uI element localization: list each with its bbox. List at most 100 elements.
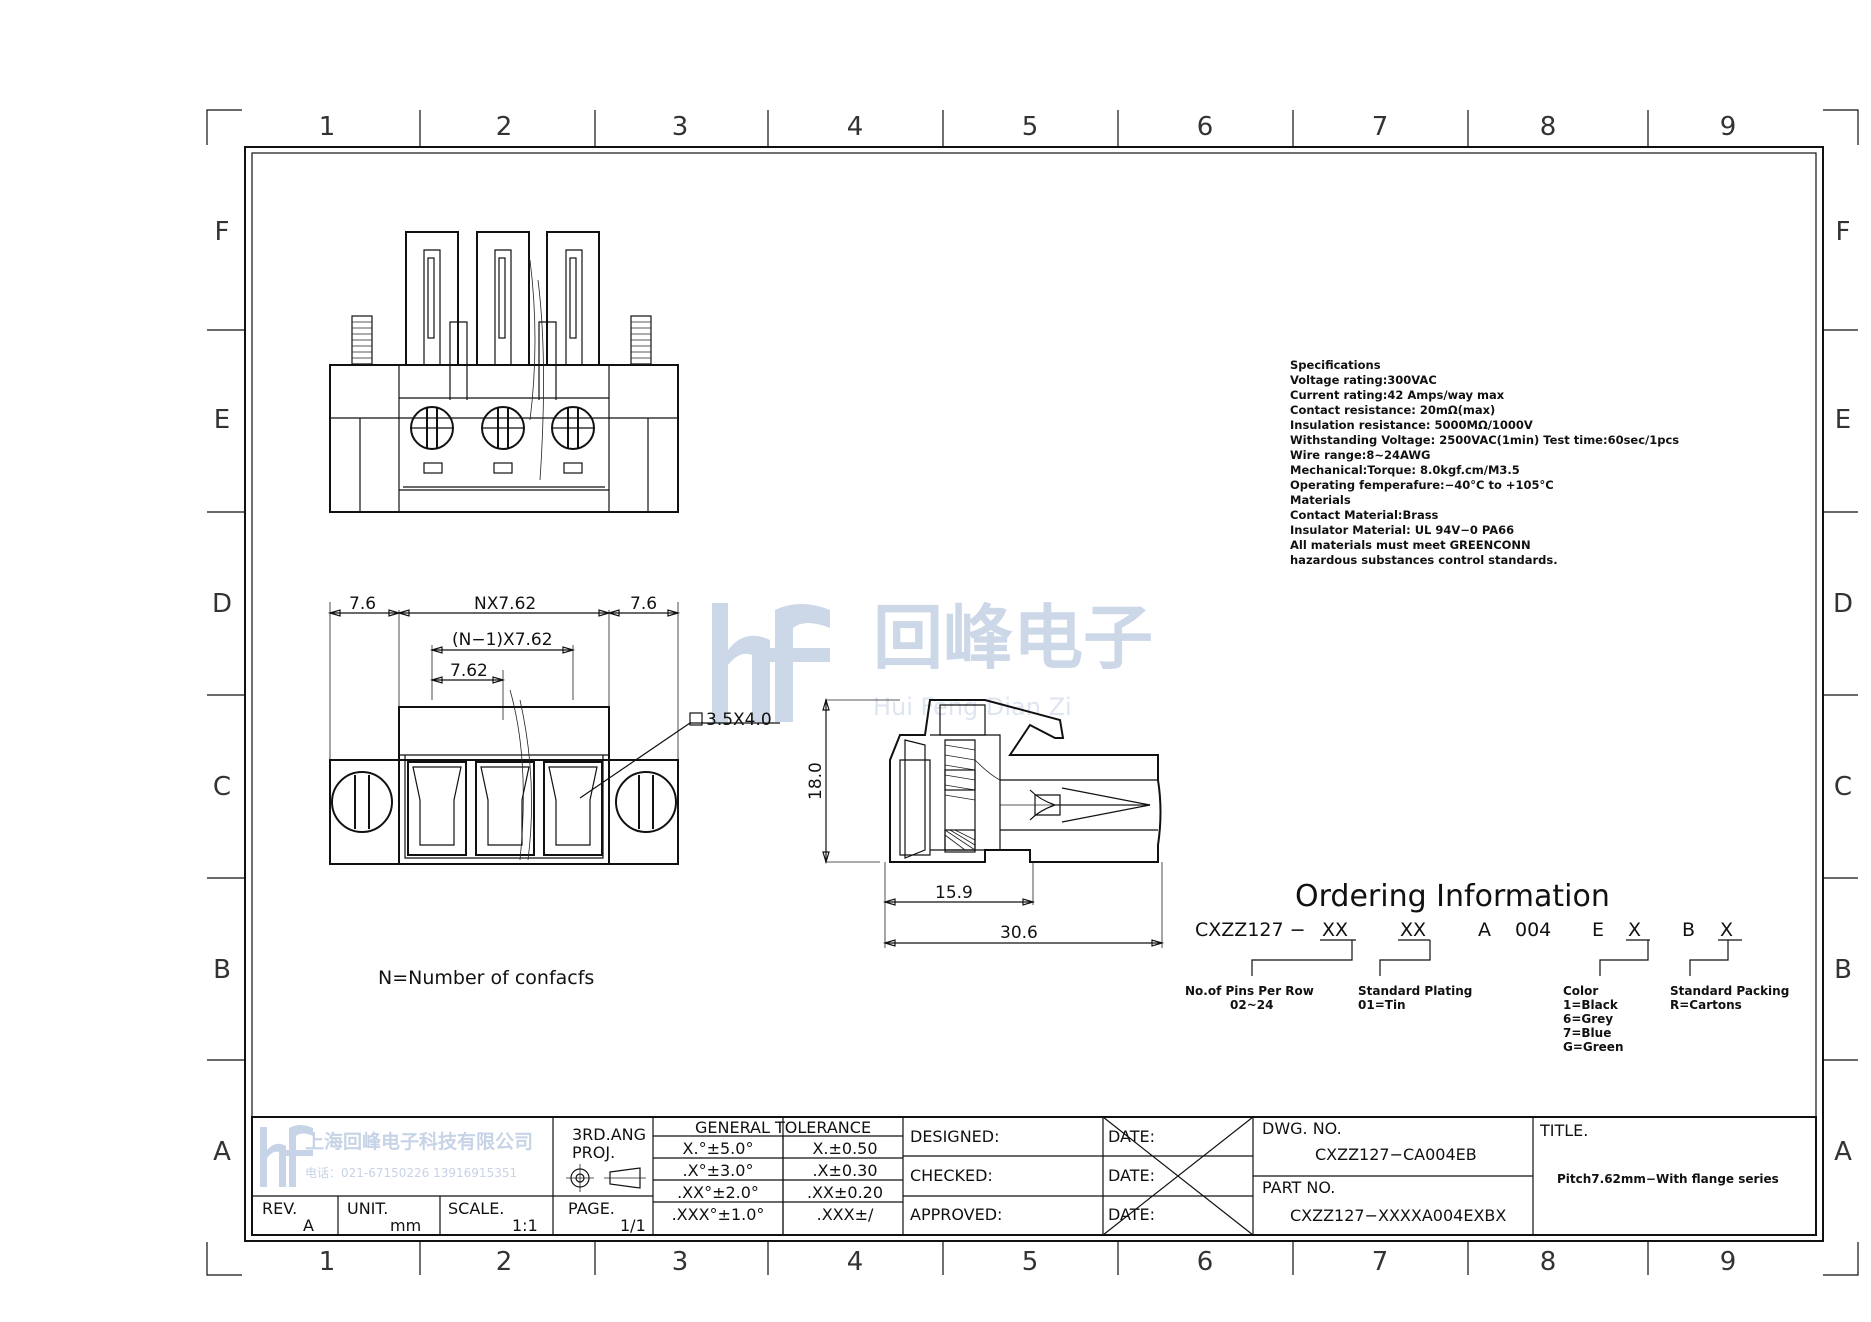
column-label: 2 — [496, 1247, 513, 1277]
page-label: PAGE. — [568, 1199, 615, 1218]
watermark-text: 回峰电子 — [873, 597, 1153, 679]
company-tel: 电话：021-67150226 13916915351 — [305, 1166, 517, 1180]
column-label: 3 — [672, 112, 689, 142]
row-label: A — [1834, 1137, 1852, 1167]
side-view-connector: 18.0 15.9 30.6 — [806, 697, 1165, 948]
tolerance-linear: .X±0.30 — [812, 1161, 877, 1180]
scale-value: 1:1 — [512, 1216, 538, 1235]
spec-line: Insulator Material: UL 94V−0 PA66 — [1290, 523, 1514, 537]
watermark: 回峰电子 Hui Feng Dian Zi — [712, 597, 1153, 723]
column-labels-top: 1 2 3 4 5 6 7 8 9 — [319, 112, 1737, 142]
ordering-title: Ordering Information — [1295, 879, 1610, 914]
rev-label: REV. — [262, 1199, 297, 1218]
row-label: C — [1834, 772, 1852, 802]
order-004: 004 — [1515, 919, 1551, 941]
tolerance-linear: X.±0.50 — [812, 1139, 877, 1158]
top-right-screw — [630, 315, 652, 365]
dim-hole: 3.5X4.0 — [706, 710, 772, 730]
row-label: E — [1835, 405, 1851, 435]
top-view-connector — [329, 231, 679, 513]
row-label: D — [1833, 589, 1853, 619]
unit-value: mm — [390, 1216, 421, 1235]
spec-line: Current rating:42 Amps/way max — [1290, 388, 1505, 402]
tolerance-title: GENERAL TOLERANCE — [695, 1118, 871, 1137]
spec-line: Operating femperafure:−40°C to +105°C — [1290, 478, 1554, 492]
order-xx1: XX — [1322, 919, 1348, 941]
order-x1: X — [1628, 919, 1641, 941]
dim-nx: NX7.62 — [474, 594, 536, 614]
dim-n1: (N−1)X7.62 — [452, 630, 553, 650]
color-value-3: 7=Blue — [1563, 1026, 1611, 1040]
row-labels-right: F E D C B A — [1833, 217, 1853, 1167]
proj-label-2: PROJ. — [572, 1143, 615, 1162]
column-label: 9 — [1720, 112, 1737, 142]
unit-label: UNIT. — [347, 1199, 388, 1218]
column-label: 6 — [1197, 1247, 1214, 1277]
row-label: B — [1834, 955, 1852, 985]
page-value: 1/1 — [620, 1216, 646, 1235]
pins-label: No.of Pins Per Row — [1185, 984, 1314, 998]
dwg-no-value: CXZZ127−CA004EB — [1315, 1145, 1477, 1164]
spec-line: Contact Material:Brass — [1290, 508, 1439, 522]
column-label: 4 — [847, 1247, 864, 1277]
packing-label: Standard Packing — [1670, 984, 1789, 998]
tolerance-angle: .XXX°±1.0° — [672, 1205, 765, 1224]
spec-line: All materials must meet GREENCONN — [1290, 538, 1531, 552]
dwg-no-label: DWG. NO. — [1262, 1119, 1342, 1138]
column-label: 9 — [1720, 1247, 1737, 1277]
tolerance-angle: .XX°±2.0° — [677, 1183, 759, 1202]
top-screw-heads — [410, 406, 595, 450]
front-view-connector: 7.6 NX7.62 7.6 (N−1)X7.62 7.62 3.5X4.0 — [327, 594, 780, 865]
plating-label: Standard Plating — [1358, 984, 1472, 998]
packing-value: R=Cartons — [1670, 998, 1742, 1012]
title-value: Pitch7.62mm−With flange series — [1557, 1172, 1779, 1186]
column-label: 4 — [847, 112, 864, 142]
checked-label: CHECKED: — [910, 1166, 993, 1185]
spec-line: Contact resistance: 20mΩ(max) — [1290, 403, 1495, 417]
contacts-note: N=Number of confacfs — [378, 967, 594, 989]
scale-label: SCALE. — [448, 1199, 504, 1218]
spec-line: Specifications — [1290, 358, 1381, 372]
spec-line: Insulation resistance: 5000MΩ/1000V — [1290, 418, 1533, 432]
tolerance-angle: X.°±5.0° — [683, 1139, 754, 1158]
tolerance-angle: .X°±3.0° — [683, 1161, 754, 1180]
spec-line: Materials — [1290, 493, 1351, 507]
column-label: 1 — [319, 112, 336, 142]
title-label: TITLE. — [1539, 1121, 1588, 1140]
row-label: F — [1836, 217, 1851, 247]
company-name: 上海回峰电子科技有限公司 — [305, 1130, 533, 1153]
column-label: 5 — [1022, 112, 1039, 142]
dim-right: 7.6 — [630, 594, 657, 614]
column-label: 2 — [496, 112, 513, 142]
spec-line: Wire range:8~24AWG — [1290, 448, 1431, 462]
order-a: A — [1478, 919, 1491, 941]
column-label: 1 — [319, 1247, 336, 1277]
date-label-3: DATE: — [1108, 1205, 1155, 1224]
row-label: E — [214, 405, 230, 435]
watermark-logo — [712, 603, 830, 723]
pins-value: 02~24 — [1230, 998, 1273, 1012]
spec-line: Withstanding Voltage: 2500VAC(1min) Test… — [1290, 433, 1679, 447]
ordering-information: Ordering Information CXZZ127 − XX XX A 0… — [1185, 879, 1789, 1054]
column-label: 6 — [1197, 112, 1214, 142]
row-label: D — [212, 589, 232, 619]
order-b: B — [1682, 919, 1695, 941]
spec-line: hazardous substances control standards. — [1290, 553, 1558, 567]
order-prefix: CXZZ127 − — [1195, 919, 1306, 941]
tolerance-linear: .XXX±/ — [817, 1205, 874, 1224]
dim-15-9: 15.9 — [935, 883, 973, 903]
column-label: 5 — [1022, 1247, 1039, 1277]
dim-30-6: 30.6 — [1000, 923, 1038, 943]
color-value-2: 6=Grey — [1563, 1012, 1613, 1026]
color-value-4: G=Green — [1563, 1040, 1624, 1054]
tolerance-linear: .XX±0.20 — [807, 1183, 883, 1202]
column-label: 7 — [1372, 112, 1389, 142]
column-label: 3 — [672, 1247, 689, 1277]
designed-label: DESIGNED: — [910, 1127, 1000, 1146]
rev-value: A — [303, 1216, 314, 1235]
column-label: 8 — [1540, 112, 1557, 142]
